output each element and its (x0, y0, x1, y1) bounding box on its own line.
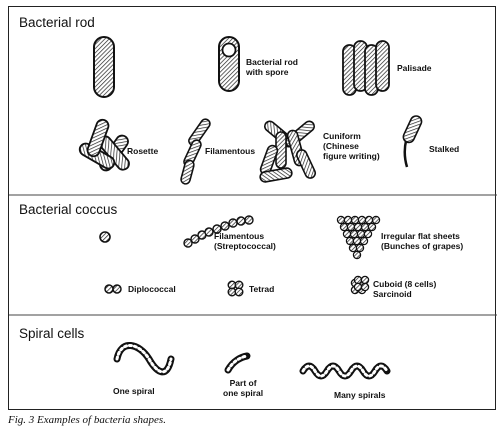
label-part-spiral-line2: one spiral (223, 388, 264, 398)
label-cuboid-line1: Cuboid (8 cells) (373, 279, 437, 289)
grape-bunch-icon (336, 215, 381, 260)
label-cuniform-line1: Cuniform (323, 131, 361, 141)
label-stalked: Stalked (429, 144, 460, 154)
label-cuniform: Cuniform (Chinese figure writing) (323, 131, 380, 161)
label-filamentous-coccus-line1: Filamentous (214, 231, 265, 241)
label-cuniform-line3: figure writing) (323, 151, 380, 161)
label-irregular-sheets-line1: Irregular flat sheets (381, 231, 460, 241)
section-title-coccus: Bacterial coccus (19, 202, 118, 217)
rod-icon (93, 36, 115, 98)
label-tetrad: Tetrad (249, 284, 275, 294)
label-part-spiral: Part of one spiral (223, 378, 263, 398)
stalked-icon (402, 115, 423, 168)
label-rod-with-spore: Bacterial rod with spore (246, 57, 298, 77)
label-diplococcal: Diplococcal (128, 284, 176, 294)
label-rosette: Rosette (127, 146, 159, 156)
label-irregular-sheets: Irregular flat sheets (Bunches of grapes… (381, 231, 463, 251)
label-rod-with-spore-line1: Bacterial rod (246, 57, 298, 67)
label-filamentous-coccus: Filamentous (Streptococcal) (214, 231, 276, 251)
label-cuniform-line2: (Chinese (323, 141, 359, 151)
section-title-spiral: Spiral cells (19, 326, 85, 341)
label-filamentous-rod: Filamentous (205, 146, 256, 156)
label-filamentous-coccus-line2: (Streptococcal) (214, 241, 276, 251)
figure-caption: Fig. 3 Examples of bacteria shapes. (8, 414, 166, 426)
tetrad-icon (227, 280, 244, 297)
label-palisade: Palisade (397, 63, 432, 73)
palisade-icon (342, 40, 390, 96)
cuboid-icon (350, 275, 370, 295)
section-title-rod: Bacterial rod (19, 15, 95, 30)
label-one-spiral: One spiral (113, 386, 155, 396)
rosette-icon (78, 118, 130, 172)
part-spiral-icon (224, 352, 251, 374)
many-spirals-icon (299, 362, 391, 380)
streptococcal-icon (183, 215, 254, 248)
label-irregular-sheets-line2: (Bunches of grapes) (381, 241, 464, 251)
diplococcal-icon (104, 284, 122, 294)
rod-with-spore-icon (218, 36, 240, 92)
label-cuboid: Cuboid (8 cells) Sarcinoid (373, 279, 436, 299)
bacteria-shapes-figure: Bacterial rod Bacterial coccus Spiral ce… (8, 6, 497, 410)
one-spiral-icon (113, 342, 175, 376)
label-many-spirals: Many spirals (334, 390, 386, 400)
label-cuboid-line2: Sarcinoid (373, 289, 412, 299)
cuniform-icon (259, 120, 317, 183)
label-rod-with-spore-line2: with spore (246, 67, 289, 77)
label-part-spiral-line1: Part of (229, 378, 257, 388)
filamentous-rod-icon (180, 118, 211, 185)
drawings (9, 36, 497, 380)
single-coccus-icon (99, 231, 111, 243)
